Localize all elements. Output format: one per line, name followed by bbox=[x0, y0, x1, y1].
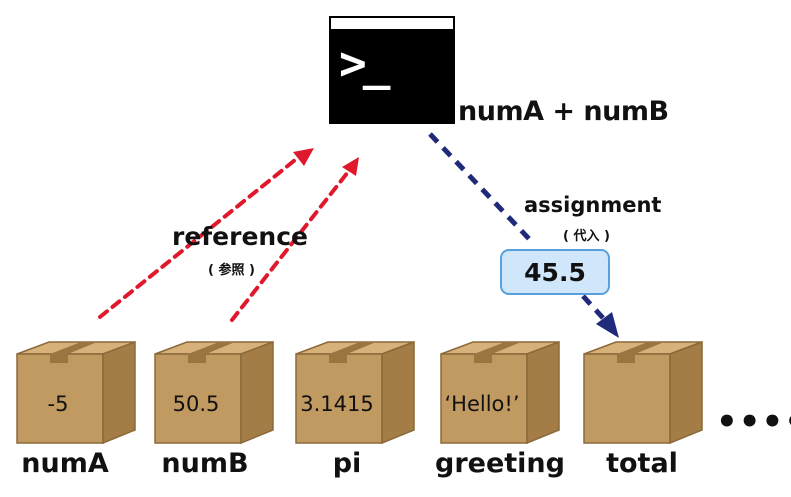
terminal-titlebar bbox=[331, 18, 453, 29]
box-name-pi: pi bbox=[332, 448, 362, 479]
variable-box-greeting: ‘Hello!’ bbox=[437, 340, 561, 445]
box-name-numB: numB bbox=[161, 448, 249, 479]
variable-box-pi: 3.1415 bbox=[292, 340, 416, 445]
more-ellipsis: •••• bbox=[716, 402, 791, 442]
cardboard-box-icon bbox=[440, 340, 560, 445]
box-name-greeting: greeting bbox=[435, 448, 565, 479]
reference-arrow-numB bbox=[230, 157, 359, 322]
reference-arrow-numA bbox=[98, 148, 314, 319]
cardboard-box-icon bbox=[154, 340, 274, 445]
box-name-total: total bbox=[606, 448, 678, 479]
reference-label: reference bbox=[172, 222, 308, 251]
box-value: ‘Hello!’ bbox=[444, 392, 520, 416]
terminal-prompt: >_ bbox=[339, 36, 390, 90]
expression-label: numA + numB bbox=[458, 96, 669, 127]
variable-box-numB: 50.5 bbox=[151, 340, 275, 445]
assigned-value: 45.5 bbox=[524, 257, 586, 287]
assignment-arrow bbox=[428, 132, 619, 338]
box-value: 3.1415 bbox=[300, 392, 374, 416]
reference-sublabel: ( 参照 ) bbox=[208, 263, 255, 278]
cardboard-box-icon bbox=[295, 340, 415, 445]
terminal-icon: >_ bbox=[329, 16, 455, 124]
cardboard-box-icon bbox=[583, 340, 703, 445]
cardboard-box-icon bbox=[16, 340, 136, 445]
box-name-numA: numA bbox=[21, 448, 109, 479]
box-value: -5 bbox=[47, 392, 69, 416]
variable-box-total bbox=[580, 340, 704, 445]
assigned-value-badge: 45.5 bbox=[500, 249, 610, 295]
assignment-sublabel: ( 代入 ) bbox=[563, 229, 610, 244]
assignment-label: assignment bbox=[524, 193, 662, 217]
box-value: 50.5 bbox=[172, 392, 220, 416]
variable-box-numA: -5 bbox=[13, 340, 137, 445]
